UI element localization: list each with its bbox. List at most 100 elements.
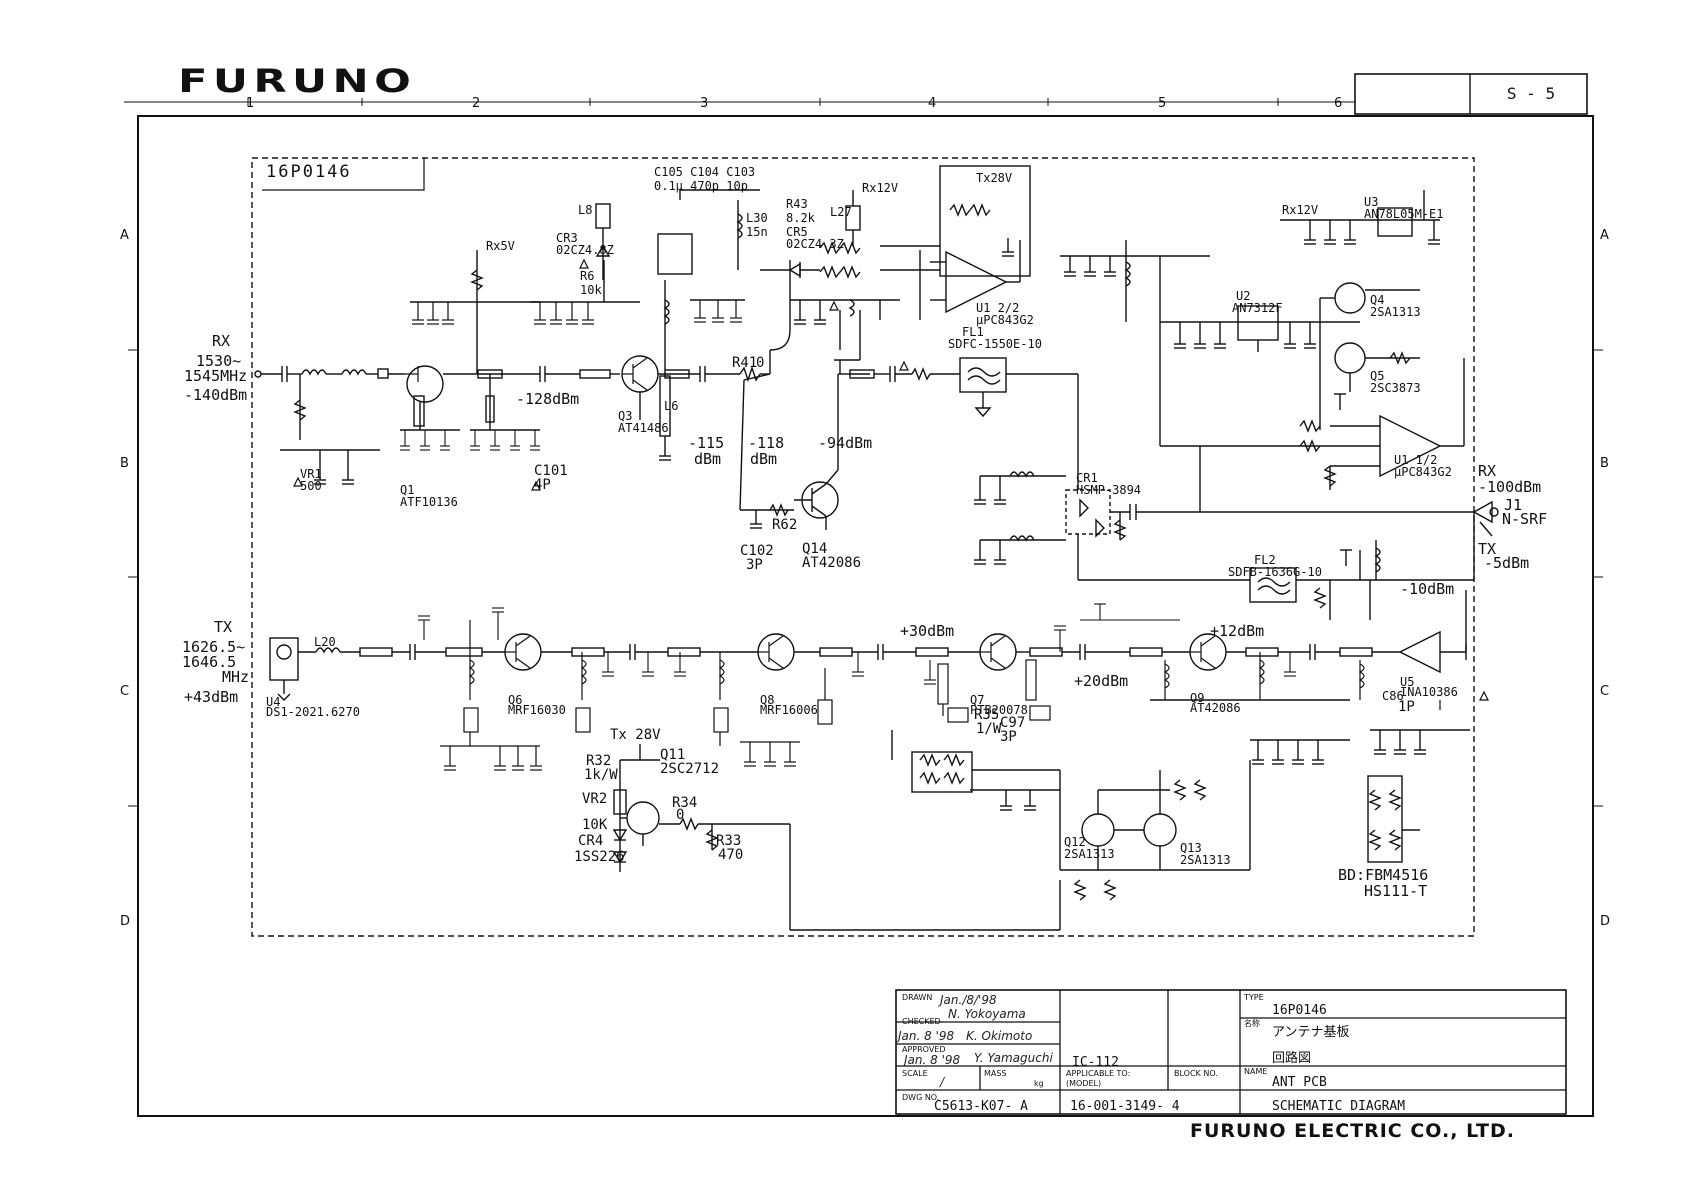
zone-row-b-left: B	[120, 456, 129, 471]
zone-row-a-left: A	[120, 228, 129, 243]
bd-note-2: HS111-T	[1364, 882, 1428, 900]
tb-approved-label: APPROVED	[902, 1045, 946, 1054]
u1-2-part: µPC843G2	[976, 313, 1034, 327]
q1-part: ATF10136	[400, 495, 458, 509]
vr1-value: 500	[300, 479, 322, 493]
board-id-box	[262, 158, 425, 191]
tb-scale-label: SCALE	[902, 1069, 928, 1078]
ground-markers	[293, 258, 1489, 701]
r43-value: 8.2k	[786, 211, 815, 225]
title-block-lines	[895, 989, 1567, 1115]
q12-label: Q12	[1064, 835, 1086, 849]
tb-ref-value: 16-001-3149- 4	[1070, 1099, 1180, 1114]
level-rx-stage2-a: -115	[688, 434, 725, 452]
board-id: 16P0146	[266, 162, 352, 182]
c105-group-values: 0.1µ 470p 10p	[654, 179, 748, 193]
zone-row-c-left: C	[120, 684, 130, 699]
l30-label: L30	[746, 211, 768, 225]
q11-part: 2SC2712	[660, 761, 720, 777]
tb-approved-date: Jan. 8 '98	[904, 1053, 961, 1067]
level-rx-stage3-b: dBm	[750, 450, 778, 468]
q6-part: MRF16030	[508, 703, 566, 717]
sheet-no-box	[1354, 73, 1588, 115]
level-rx-stage3-a: -118	[748, 434, 785, 452]
tb-checked-label: CHECKED	[902, 1017, 941, 1026]
c97-label: C97	[1000, 715, 1026, 731]
u1-2-opamp	[760, 165, 1031, 325]
r32-value: 1k/W	[584, 767, 618, 783]
q8-label: Q8	[760, 693, 775, 707]
c86-value: 1P	[1398, 699, 1415, 715]
rx-chain	[254, 189, 960, 530]
q3-label: Q3	[618, 409, 633, 423]
connector-tx-level: -5dBm	[1484, 554, 1530, 572]
r34-value: 0	[676, 807, 685, 823]
c97-value: 3P	[1000, 729, 1017, 745]
q8-part: MRF16006	[760, 703, 818, 717]
tx-port-freq1: 1626.5~	[182, 638, 246, 656]
q14-part: AT42086	[802, 555, 862, 571]
tb-name-jp-value: アンテナ基板	[1272, 1025, 1350, 1040]
tb-model-label: (MODEL)	[1066, 1079, 1102, 1088]
r33-label: R33	[716, 833, 742, 849]
u5-label: U5	[1400, 675, 1415, 689]
c101-label: C101	[534, 463, 568, 479]
level-rx-stage1: -128dBm	[516, 390, 580, 408]
zone-col-4: 4	[928, 96, 937, 111]
tb-approved-name: Y. Yamaguchi	[974, 1051, 1053, 1065]
cr4-part: 1SS226	[574, 849, 625, 865]
r32-label: R32	[586, 753, 612, 769]
q7-label: Q7	[970, 693, 985, 707]
tb-name-value2: SCHEMATIC DIAGRAM	[1272, 1099, 1406, 1114]
fl1-filter	[959, 357, 1079, 480]
tb-mass-label: MASS	[984, 1069, 1007, 1078]
tb-applicable-value: IC-112	[1072, 1055, 1119, 1070]
fl1-label: FL1	[962, 325, 984, 339]
cr1-part: HSMP-3894	[1076, 483, 1142, 497]
level-rx-stage4: -94dBm	[818, 434, 873, 452]
q6-label: Q6	[508, 693, 523, 707]
r43-label: R43	[786, 197, 808, 211]
board-outline	[251, 157, 1475, 937]
tx-port-freq-unit: MHz	[222, 668, 250, 686]
regulator-section	[1060, 190, 1465, 490]
vr2-value: 10K	[582, 817, 608, 833]
tx-port-freq2: 1646.5	[182, 653, 237, 671]
tb-applicable-label: APPLICABLE TO:	[1066, 1069, 1131, 1078]
zone-row-d-left: D	[120, 914, 131, 929]
tr-switch	[974, 446, 1499, 620]
cr1-label: CR1	[1076, 471, 1098, 485]
q4-label: Q4	[1370, 293, 1385, 307]
rx-port-name: RX	[212, 332, 231, 350]
q11-label: Q11	[660, 747, 686, 763]
l6-label: L6	[664, 399, 679, 413]
r62-label: R62	[772, 517, 798, 533]
vr2-label: VR2	[582, 791, 608, 807]
cr5-label: CR5	[786, 225, 808, 239]
rx12v-top: Rx12V	[862, 181, 899, 195]
u3-label: U3	[1364, 195, 1379, 209]
rx-port-freq1: 1530~	[196, 352, 242, 370]
c86-label: C86	[1382, 689, 1404, 703]
u4-label: U4	[266, 695, 281, 709]
brand-logo: FURUNO	[178, 62, 417, 100]
u2-label: U2	[1236, 289, 1251, 303]
cr5-value: 02CZ4.3Z	[786, 237, 844, 251]
c102-value: 3P	[746, 557, 763, 573]
tb-checked-name: K. Okimoto	[966, 1029, 1033, 1043]
c101-value: 4P	[534, 477, 551, 493]
tb-name-value: ANT PCB	[1272, 1075, 1327, 1090]
tb-drawn-date: Jan./8/'98	[940, 993, 997, 1007]
u1-2-label: U1 2/2	[976, 301, 1020, 315]
q13-label: Q13	[1180, 841, 1202, 855]
tb-mass-unit: kg	[1034, 1079, 1044, 1088]
tb-name-jp-label: 名称	[1244, 1019, 1260, 1028]
zone-row-b-right: B	[1600, 456, 1609, 471]
level-rx-stage2-b: dBm	[694, 450, 722, 468]
tb-scale-value: /	[940, 1075, 945, 1089]
vr1-label: VR1	[300, 467, 322, 481]
connector-rx-level: -100dBm	[1478, 478, 1542, 496]
zone-row-a-right: A	[1600, 228, 1609, 243]
